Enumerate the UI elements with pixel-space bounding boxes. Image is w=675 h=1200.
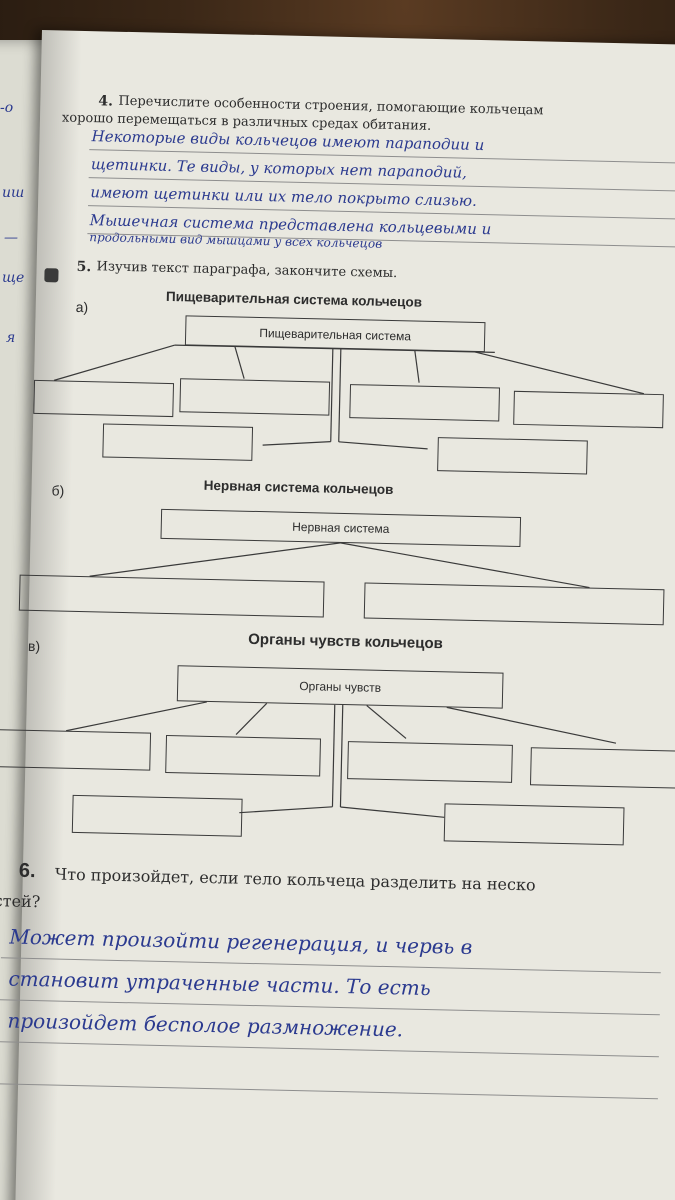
task6-text-line1: Что произойдет, если тело кольчеца разде…	[54, 864, 536, 895]
scheme-b-connectors	[89, 542, 590, 589]
scheme-v-empty-box[interactable]	[347, 741, 513, 783]
task6-number: 6.	[18, 859, 36, 883]
scheme-a-connectors	[53, 344, 645, 450]
scheme-v-empty-box[interactable]	[443, 803, 625, 846]
left-fragment: иш	[2, 185, 25, 201]
left-fragment: —	[4, 230, 18, 246]
left-fragment: ще	[2, 270, 25, 286]
workbook-page: 4. Перечислите особенности строения, пом…	[0, 30, 675, 1200]
scheme-v-empty-box[interactable]	[71, 794, 243, 837]
task6-answer-line: произойдет бесполое размножение.	[7, 1008, 404, 1042]
ruled-line	[0, 1041, 659, 1058]
scheme-v-empty-box[interactable]	[0, 729, 152, 771]
task6-answer-line: становит утраченные части. То есть	[8, 966, 431, 1001]
scheme-v-connectors	[65, 701, 617, 818]
left-fragment: -о	[0, 100, 14, 116]
scheme-v-empty-box[interactable]	[165, 734, 321, 777]
scheme-v-empty-box[interactable]	[529, 747, 675, 789]
task6-text-line2: астей?	[0, 890, 41, 912]
task6-answer-line: Может произойти регенерация, и червь в	[9, 924, 473, 959]
left-fragment: я	[6, 330, 16, 346]
ruled-line	[0, 1083, 658, 1100]
